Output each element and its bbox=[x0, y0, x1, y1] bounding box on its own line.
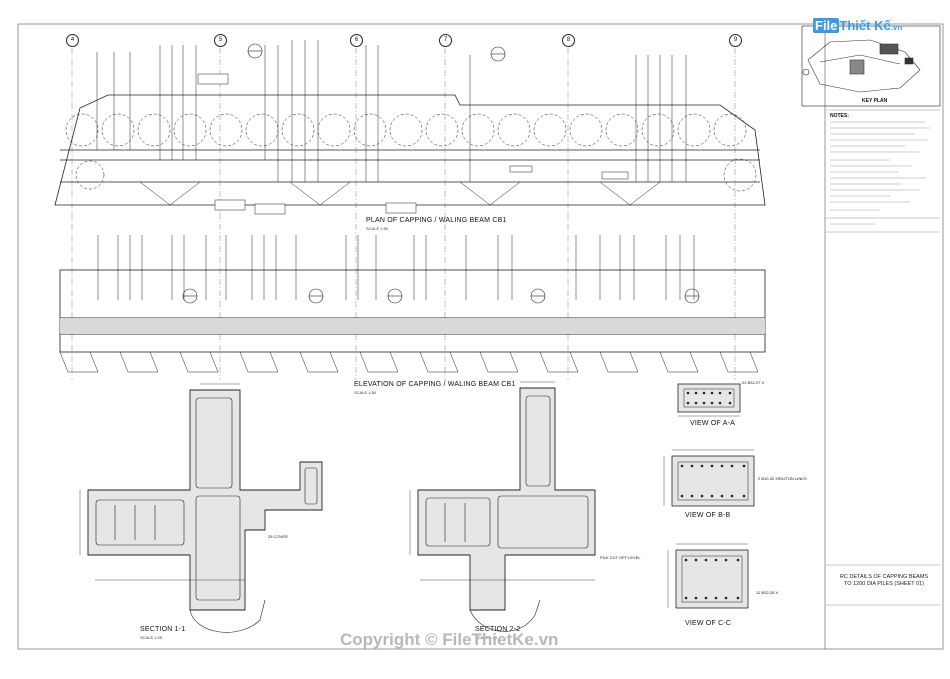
rebar-note-b: 22 B32-27 V bbox=[742, 380, 765, 385]
watermark-copyright: Copyright © FileThietKe.vn bbox=[340, 630, 559, 649]
section-1-pile-break bbox=[189, 599, 266, 633]
view-c-c bbox=[667, 543, 749, 609]
elevation-scale: SCALE 1:50 bbox=[354, 390, 377, 395]
plan-view bbox=[54, 40, 766, 215]
watermark-logo-suffix: .vn bbox=[890, 23, 903, 32]
notes-text-lines bbox=[830, 121, 930, 225]
key-plan-frame bbox=[801, 25, 941, 107]
plan-callout-boxes bbox=[197, 73, 629, 215]
elevation-rebar-leaders bbox=[97, 235, 695, 300]
section-1-dims bbox=[79, 383, 245, 581]
elevation-piles bbox=[59, 351, 759, 373]
view-a-a bbox=[677, 383, 741, 417]
key-plan-label: KEY PLAN bbox=[862, 98, 888, 104]
section-2-dims bbox=[409, 381, 595, 581]
plan-section-markers bbox=[247, 43, 506, 62]
section-2-2 bbox=[409, 381, 596, 632]
section-1-stirrups bbox=[95, 397, 318, 601]
section-2-pile-break bbox=[469, 599, 541, 632]
section-2-stirrups bbox=[425, 395, 589, 549]
rebar-note-links: 2 B10-32 2RD2TON LINKS bbox=[758, 476, 807, 481]
plan-outline bbox=[54, 94, 766, 206]
sheet-border bbox=[17, 23, 944, 650]
view-bb-title: VIEW OF B-B bbox=[685, 512, 731, 519]
section-1-scale: SCALE 1:25 bbox=[140, 635, 163, 640]
grid-bubble-9: 9 bbox=[729, 34, 742, 47]
elevation-view bbox=[59, 235, 766, 373]
sheet-title-line-1: RC DETAILS OF CAPPING BEAMS bbox=[839, 574, 929, 580]
section-2-title: SECTION 2-2 bbox=[475, 626, 521, 633]
section-2-scale: SCALE 1:25 bbox=[475, 635, 498, 640]
elevation-markers bbox=[182, 288, 700, 304]
plan-scale: SCALE 1:50 bbox=[366, 226, 389, 231]
elevation-title: ELEVATION OF CAPPING / WALING BEAM CB1 bbox=[354, 381, 516, 388]
plan-piles bbox=[65, 113, 757, 192]
sheet-title-line-2: TO 1200 DIA PILES (SHEET 01) bbox=[844, 581, 924, 587]
sheet-title: RC DETAILS OF CAPPING BEAMS TO 1200 DIA … bbox=[828, 574, 940, 588]
view-cc-title: VIEW OF C-C bbox=[685, 620, 732, 627]
grid-bubble-5: 5 bbox=[214, 34, 227, 47]
plan-title: PLAN OF CAPPING / WALING BEAM CB1 bbox=[366, 217, 507, 224]
key-plan-sketch bbox=[802, 39, 921, 93]
view-b-b bbox=[663, 449, 755, 507]
grid-bubble-7: 7 bbox=[439, 34, 452, 47]
grid-bubble-4: 4 bbox=[66, 34, 79, 47]
section-1-title: SECTION 1-1 bbox=[140, 626, 186, 633]
grid-bubble-8: 8 bbox=[562, 34, 575, 47]
cutoff-note: PILE CUT OFF LEVEL bbox=[600, 555, 641, 560]
grid-bubble-6: 6 bbox=[350, 34, 363, 47]
cover-note: 25 COVER bbox=[268, 534, 288, 539]
plan-rebar-leaders bbox=[96, 40, 687, 182]
notes-area bbox=[826, 109, 940, 606]
watermark-logo-text: Thiết Kế bbox=[839, 18, 891, 33]
view-aa-title: VIEW OF A-A bbox=[690, 420, 735, 427]
watermark-logo-prefix: File bbox=[813, 18, 840, 33]
section-1-1 bbox=[79, 383, 323, 633]
notes-heading: NOTES: bbox=[830, 113, 849, 119]
rebar-note-c: 12 B32-28 V bbox=[756, 590, 779, 595]
elevation-hatched-zones bbox=[60, 318, 765, 334]
